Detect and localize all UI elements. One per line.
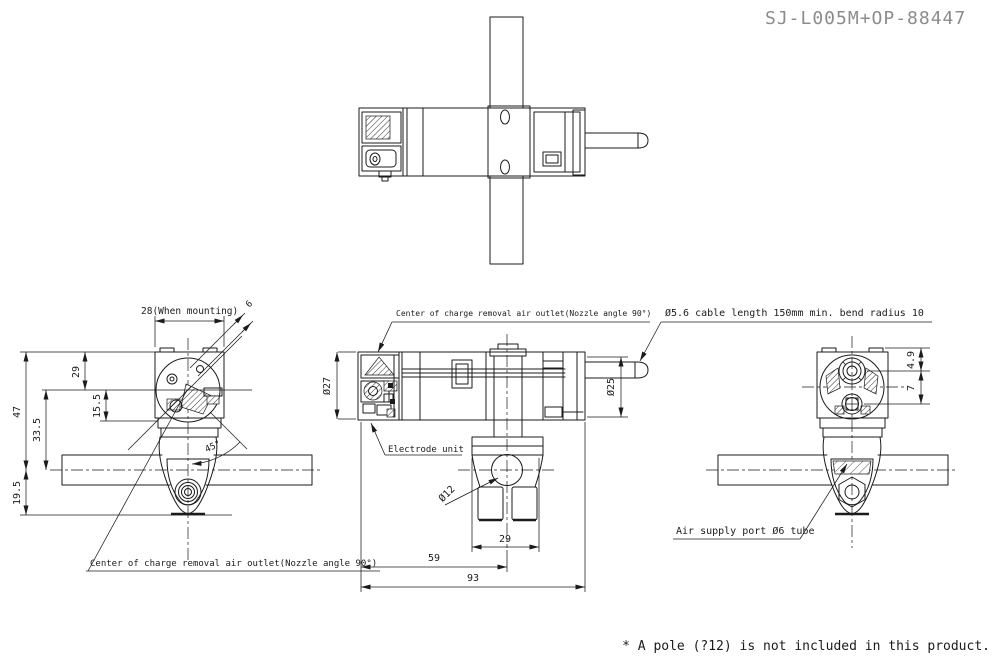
dim-connector-offset: 4.9 [906,351,917,369]
right-view-centerlines [802,336,904,548]
front-outlet-note: Center of charge removal air outlet(Nozz… [90,559,377,569]
outlet-leader-line [87,391,187,572]
dim-nozzle-offset: 6 [244,299,255,310]
dim-nozzle-angle: 45° [204,439,223,455]
dim-head-to-pole: 59 [428,553,440,564]
side-outlet-note: Center of charge removal air outlet(Nozz… [396,309,651,318]
nozzle-axis-line [127,335,243,451]
dim-head-dia: Ø27 [321,377,333,395]
pole-clamp-side-view [458,334,556,548]
drawing-title: SJ-L005M+OP-88447 [765,8,966,29]
dim-total-length: 93 [467,573,479,584]
right-view-dimensions: 4.9 7 Air supply port Ø6 tube [673,347,930,540]
electrode-unit-label: Electrode unit [388,445,464,455]
air-supply-label: Air supply port Ø6 tube [676,525,814,537]
air-fitting-hex-nut [838,476,866,508]
dim-mounting-width: 28(When mounting) [141,306,238,317]
device-body-side-view [401,351,586,421]
dim-47: 47 [12,406,23,418]
dim-29: 29 [71,366,82,378]
cable-connector-circle [838,357,866,385]
electrode-unit-side-view [357,351,403,421]
dim-port-pitch: 7 [906,385,917,391]
side-view-dimensions: Ø27 Ø25 Ø12 29 59 93 Center of charge re… [321,307,932,592]
dim-19-5: 19.5 [12,481,23,505]
right-view: 4.9 7 Air supply port Ø6 tube [673,336,958,548]
device-head-front-view [127,335,248,451]
dim-15-5: 15.5 [92,394,103,418]
device-body-top-view [358,105,586,182]
top-view [358,16,649,265]
dim-33-5: 33.5 [32,418,43,442]
cable-side-view [584,361,649,379]
pole-top-view [489,16,524,265]
dim-pole-dia: Ø12 [436,483,457,504]
cable-top-view [584,132,649,149]
device-head-right-view [816,347,889,438]
footnote: * A pole (?12) is not included in this p… [622,639,990,654]
dim-clamp-width: 29 [499,534,511,545]
cable-note: Ø5.6 cable length 150mm min. bend radius… [665,307,924,319]
air-port-circle [841,393,863,415]
front-view-dimensions: 28(When mounting) 29 15.5 33.5 47 19.5 6… [12,299,380,572]
pole-front-view [50,454,322,486]
clamp-bracket-front-view [158,436,218,516]
front-view: 28(When mounting) 29 15.5 33.5 47 19.5 6… [12,299,380,572]
dim-body-dia: Ø25 [605,378,617,396]
side-view: Ø27 Ø25 Ø12 29 59 93 Center of charge re… [321,307,932,592]
